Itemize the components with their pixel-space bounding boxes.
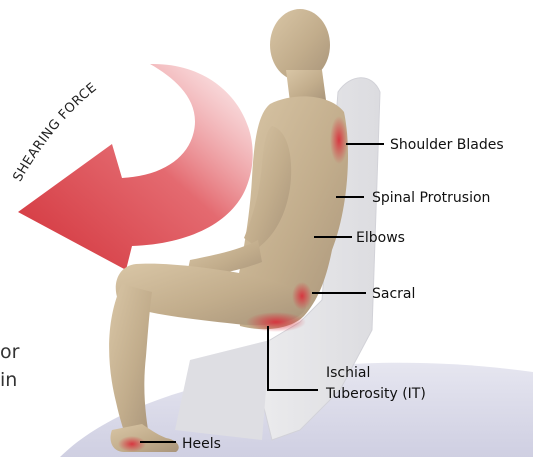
label-ischial-line2: Tuberosity (IT) [325, 386, 426, 402]
pressure-ischial [246, 312, 306, 332]
label-sacral: Sacral [372, 286, 415, 302]
label-heels: Heels [182, 436, 221, 452]
label-elbows: Elbows [356, 230, 405, 246]
label-ischial-line1: Ischial [326, 365, 370, 381]
pressure-shoulder-blades [330, 116, 348, 164]
cut-off-text-line1: or [0, 341, 20, 363]
pressure-heel [118, 436, 146, 452]
shearing-force-arrow: SHEARING FORCE [10, 52, 252, 270]
label-shoulder-blades: Shoulder Blades [390, 137, 504, 153]
cut-off-text-line2: in [0, 369, 17, 391]
pressure-sacral [292, 282, 312, 310]
label-spinal-protrusion: Spinal Protrusion [372, 190, 490, 206]
